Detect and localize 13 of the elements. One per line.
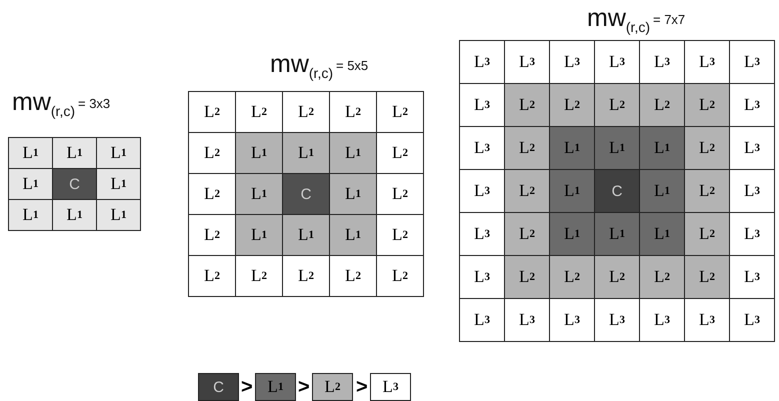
window-size-label: mw$_{(r,c)}$ (587, 6, 650, 34)
grid-cell: C (282, 173, 330, 215)
window-size-value: = 7x7 (653, 12, 686, 27)
greater-than-sign: > (298, 377, 310, 397)
window-size-label: mw$_{(r,c)}$ (12, 90, 75, 118)
grid-cell: C (52, 168, 97, 200)
window-size-value: = 3x3 (78, 96, 110, 111)
window-size-label: mw$_{(r,c)}$ (270, 52, 333, 80)
greater-than-sign: > (356, 377, 368, 397)
window-size-value: = 5x5 (336, 58, 368, 73)
greater-than-sign: > (241, 377, 253, 397)
grid-cell: C (594, 169, 640, 213)
legend-swatch: C (198, 373, 239, 401)
